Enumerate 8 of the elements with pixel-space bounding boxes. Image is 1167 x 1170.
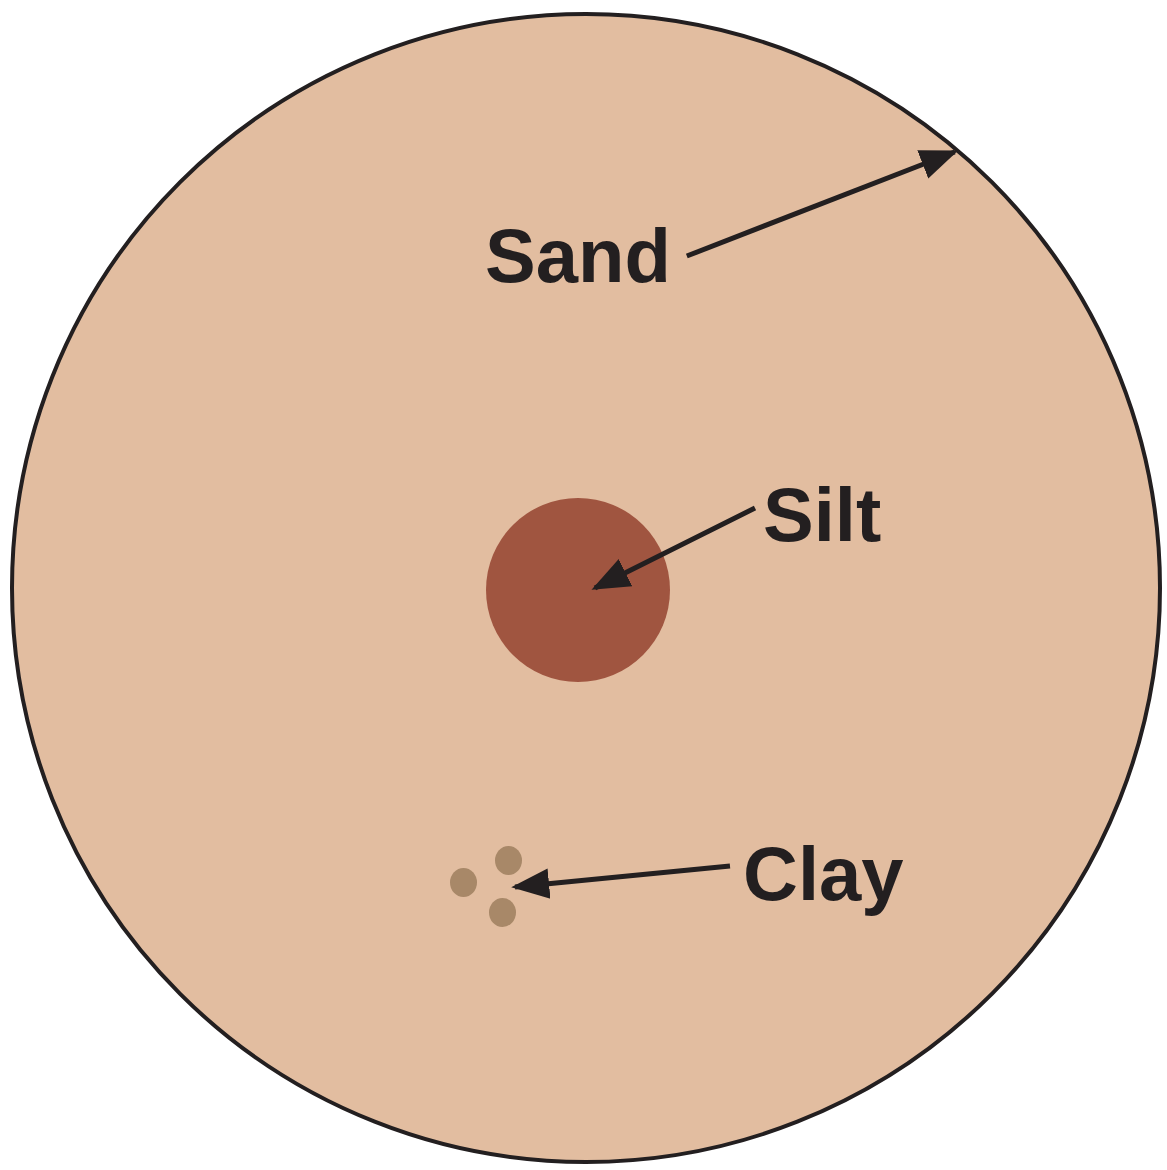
clay-particle xyxy=(489,898,516,927)
leader-arrow xyxy=(591,505,757,591)
silt-label: Silt xyxy=(763,477,882,553)
clay-particle xyxy=(495,846,522,875)
sand-label: Sand xyxy=(485,218,671,294)
clay-particle xyxy=(450,868,477,897)
leader-arrow xyxy=(511,863,731,899)
leader-arrow xyxy=(685,149,959,259)
